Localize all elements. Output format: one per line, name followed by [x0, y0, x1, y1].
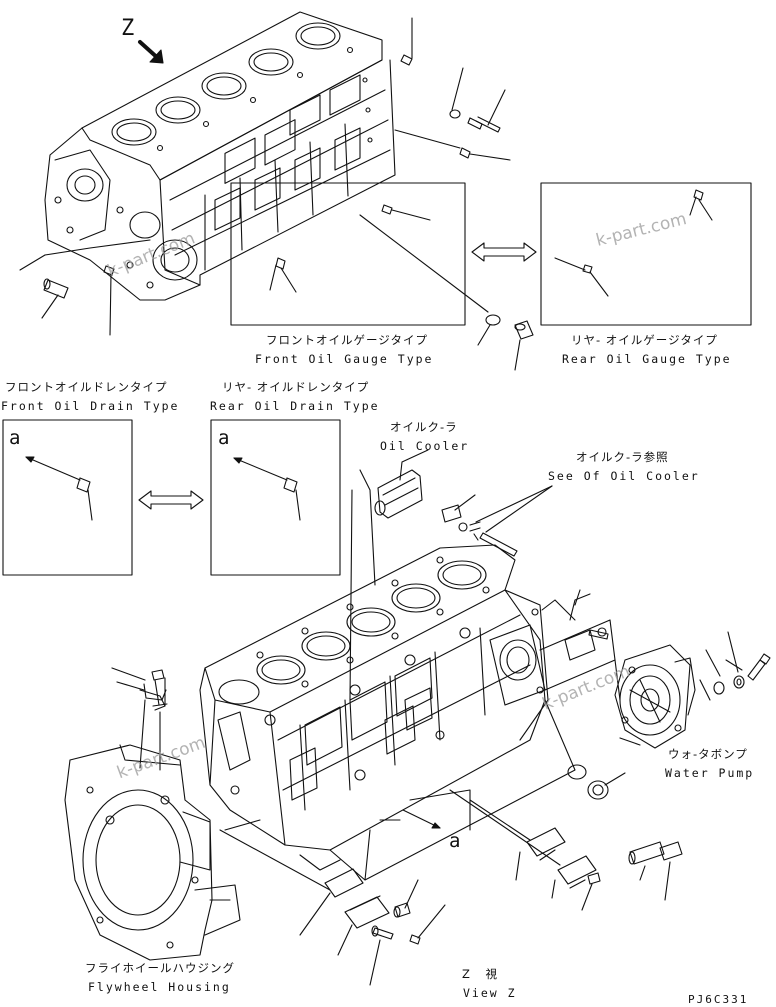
water-pump-part: [540, 590, 770, 748]
ref-a-main: a: [449, 830, 461, 852]
view-z-en-label: View Z: [463, 986, 517, 1000]
see-oil-cooler-en-label: See Of Oil Cooler: [548, 469, 700, 483]
water-pump-jp-label: ウォ-タボンプ: [668, 747, 748, 761]
front-oil-drain-en-label: Front Oil Drain Type: [1, 399, 180, 413]
main-cylinder-block: [200, 545, 575, 880]
rear-oil-gauge-box: [541, 183, 751, 325]
ref-a-left: a: [9, 427, 21, 449]
top-fasteners: [360, 18, 510, 312]
left-covers: [220, 820, 445, 985]
view-z-arrow: [140, 42, 163, 63]
front-oil-gauge-en-label: Front Oil Gauge Type: [255, 352, 434, 366]
main-a-arrow: [380, 790, 470, 830]
rear-oil-drain-en-label: Rear Oil Drain Type: [210, 399, 380, 413]
see-oil-cooler-jp-label: オイルク-ラ参照: [576, 450, 669, 464]
oil-cooler-jp-label: オイルク-ラ: [390, 420, 458, 434]
flywheel-housing-en-label: Flywheel Housing: [88, 980, 231, 994]
front-oil-gauge-jp-label: フロントオイルゲージタイプ: [266, 333, 429, 347]
oil-cooler-en-label: Oil Cooler: [380, 439, 470, 453]
water-pump-en-label: Water Pump: [665, 766, 755, 780]
rear-plugs: [450, 765, 682, 910]
ref-a-right: a: [218, 427, 230, 449]
flywheel-housing-jp-label: フライホイールハウジング: [85, 961, 235, 975]
front-left-fittings: [20, 240, 150, 335]
flywheel-housing-part: [65, 668, 240, 960]
rear-oil-gauge-jp-label: リヤ- オイルゲージタイプ: [571, 333, 718, 347]
view-z-jp-label: Z 視: [462, 967, 504, 981]
front-oil-drain-jp-label: フロントオイルドレンタイプ: [5, 380, 168, 394]
top-double-arrow: [472, 243, 536, 261]
drawing-code: PJ6C331: [688, 993, 749, 1006]
rear-oil-drain-jp-label: リヤ- オイルドレンタイプ: [222, 380, 370, 394]
oil-cooler-part: [350, 450, 552, 700]
view-z-marker: Z: [121, 16, 135, 41]
top-cylinder-block: [45, 12, 395, 300]
label-leaders: [620, 738, 640, 745]
gauge-plugs: [478, 315, 533, 370]
rear-oil-drain-box: [211, 420, 340, 575]
rear-oil-gauge-en-label: Rear Oil Gauge Type: [562, 352, 732, 366]
front-oil-gauge-box: [231, 183, 465, 325]
front-oil-drain-box: [3, 420, 132, 575]
middle-double-arrow: [139, 491, 203, 509]
